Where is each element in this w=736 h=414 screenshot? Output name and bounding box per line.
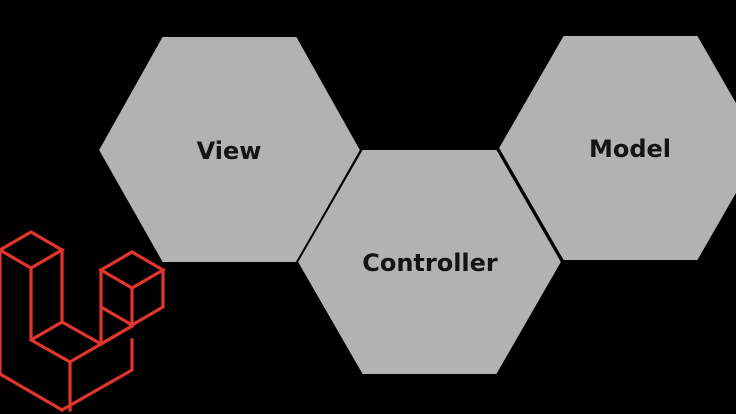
laravel-logo-icon [0,230,167,413]
controller-label: Controller [362,249,498,277]
model-label: Model [589,135,671,163]
controller-hexagon-group: Controller [295,148,564,376]
model-hexagon [496,34,736,262]
model-hexagon-group: Model [496,34,736,262]
controller-hexagon [295,148,564,376]
view-label: View [197,137,262,165]
